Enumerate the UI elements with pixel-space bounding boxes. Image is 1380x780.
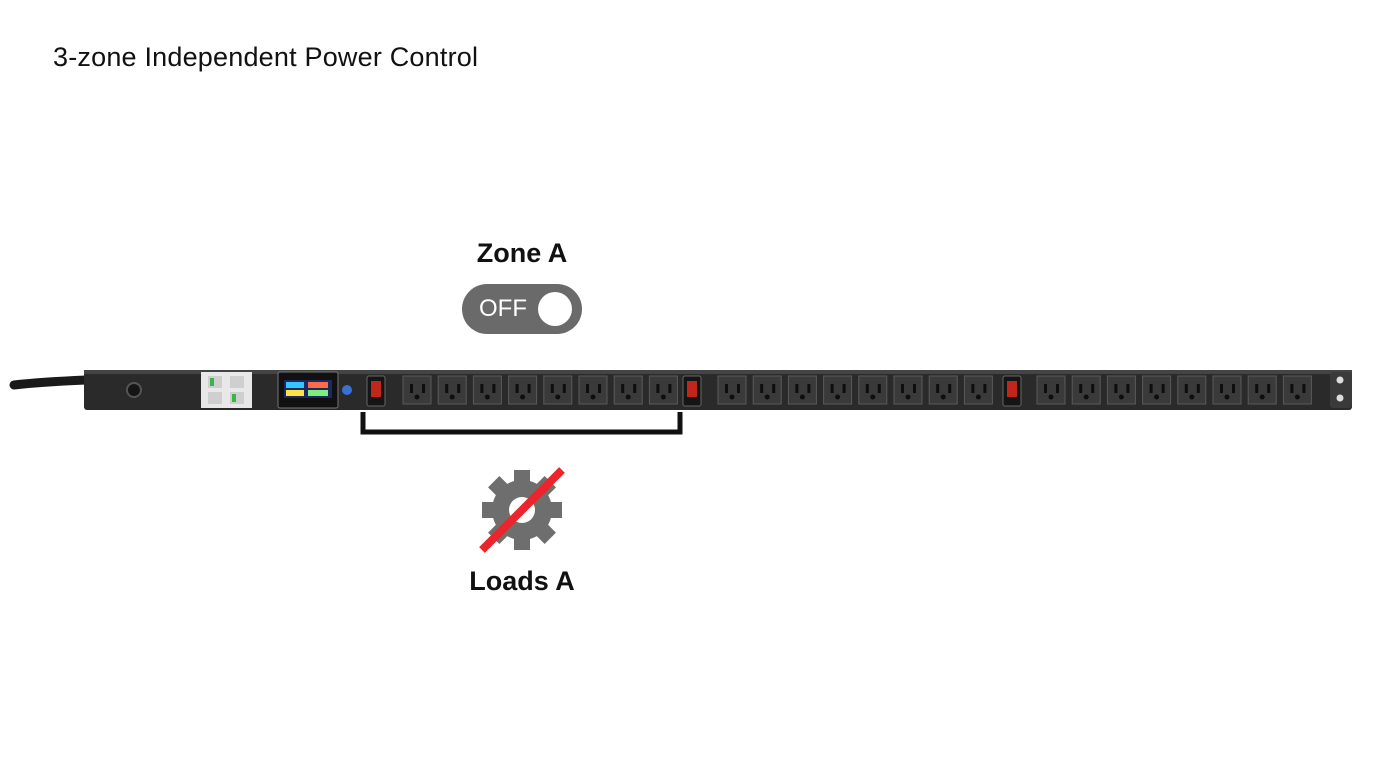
- zone-a-outlets: [402, 375, 678, 405]
- outlet: [578, 375, 608, 405]
- outlet: [928, 375, 958, 405]
- outlet: [613, 375, 643, 405]
- strike-line: [479, 467, 565, 553]
- page-title: 3-zone Independent Power Control: [53, 42, 479, 72]
- mounting-bracket: [1330, 372, 1352, 408]
- zone-b-outlets: [717, 375, 993, 405]
- pdu-power-strip: [0, 350, 1380, 455]
- pdu-illustration: [9, 370, 1352, 435]
- outlet: [402, 375, 432, 405]
- outlet: [893, 375, 923, 405]
- zone-c-outlets: [1036, 375, 1312, 405]
- outlet: [1282, 375, 1312, 405]
- zone-a-bracket: [360, 412, 683, 435]
- loads-a-icon: [470, 462, 574, 563]
- outlet: [648, 375, 678, 405]
- outlet: [543, 375, 573, 405]
- gear-icon: [479, 467, 565, 553]
- outlet: [1177, 375, 1207, 405]
- toggle-state-text: OFF: [479, 295, 527, 322]
- outlet: [508, 375, 538, 405]
- meter-button: [342, 385, 352, 395]
- power-cord: [9, 375, 91, 390]
- outlet: [787, 375, 817, 405]
- outlet: [858, 375, 888, 405]
- outlet: [1212, 375, 1242, 405]
- outlet: [963, 375, 993, 405]
- outlet: [437, 375, 467, 405]
- outlet: [472, 375, 502, 405]
- outlet: [752, 375, 782, 405]
- outlet: [823, 375, 853, 405]
- outlet: [1142, 375, 1172, 405]
- outlet: [1106, 375, 1136, 405]
- outlet: [1036, 375, 1066, 405]
- outlet: [1247, 375, 1277, 405]
- outlet: [1071, 375, 1101, 405]
- cord-grommet: [126, 382, 142, 398]
- loads-a-label: Loads A: [469, 566, 575, 596]
- toggle-knob: [538, 292, 572, 326]
- outlet: [717, 375, 747, 405]
- zone-a-toggle[interactable]: OFF: [462, 284, 582, 334]
- zone-a-label: Zone A: [476, 238, 568, 268]
